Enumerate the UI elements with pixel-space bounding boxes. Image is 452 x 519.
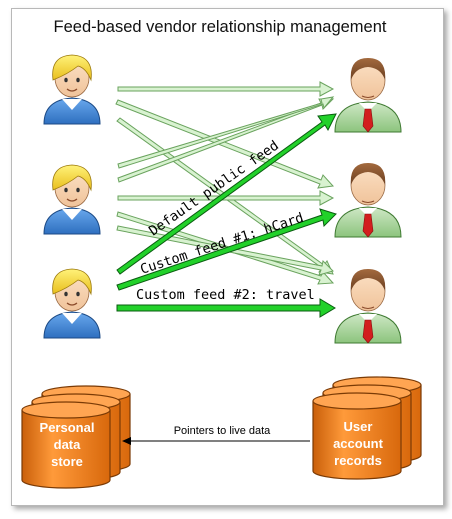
vendor-icon <box>334 163 402 238</box>
user-icon <box>43 164 101 235</box>
hcard-feed-arrow <box>116 208 337 291</box>
store-label-line: data <box>54 437 82 452</box>
default-feed-arrow <box>116 113 337 275</box>
vendor-icon <box>334 58 402 133</box>
pale-arrow <box>115 99 335 189</box>
personal-data-store <box>21 385 131 489</box>
cylinder-icon <box>21 401 111 489</box>
pale-arrow <box>117 81 335 97</box>
travel-feed-label: Custom feed #2: travel <box>136 287 315 303</box>
records-label-line: User <box>344 419 373 434</box>
user-account-records <box>312 376 422 480</box>
user-icon <box>43 54 101 125</box>
travel-feed-arrow <box>116 298 336 318</box>
user-account-records-label: User account records <box>333 419 384 468</box>
pale-arrow <box>117 190 335 206</box>
diagram-title: Feed-based vendor relationship managemen… <box>54 18 387 36</box>
user-icon <box>43 268 101 339</box>
pointer-arrow <box>122 437 310 445</box>
pale-arrow <box>117 96 335 169</box>
pointer-label: Pointers to live data <box>174 425 271 437</box>
personal-data-store-label: Personal data store <box>40 420 95 469</box>
pale-arrow <box>117 98 335 183</box>
cylinder-icon <box>312 392 402 480</box>
records-label-line: records <box>334 453 382 468</box>
vendor-icon <box>334 269 402 344</box>
store-label-line: store <box>51 454 83 469</box>
records-label-line: account <box>333 436 384 451</box>
store-label-line: Personal <box>40 420 95 435</box>
feed-arrows <box>116 113 337 318</box>
